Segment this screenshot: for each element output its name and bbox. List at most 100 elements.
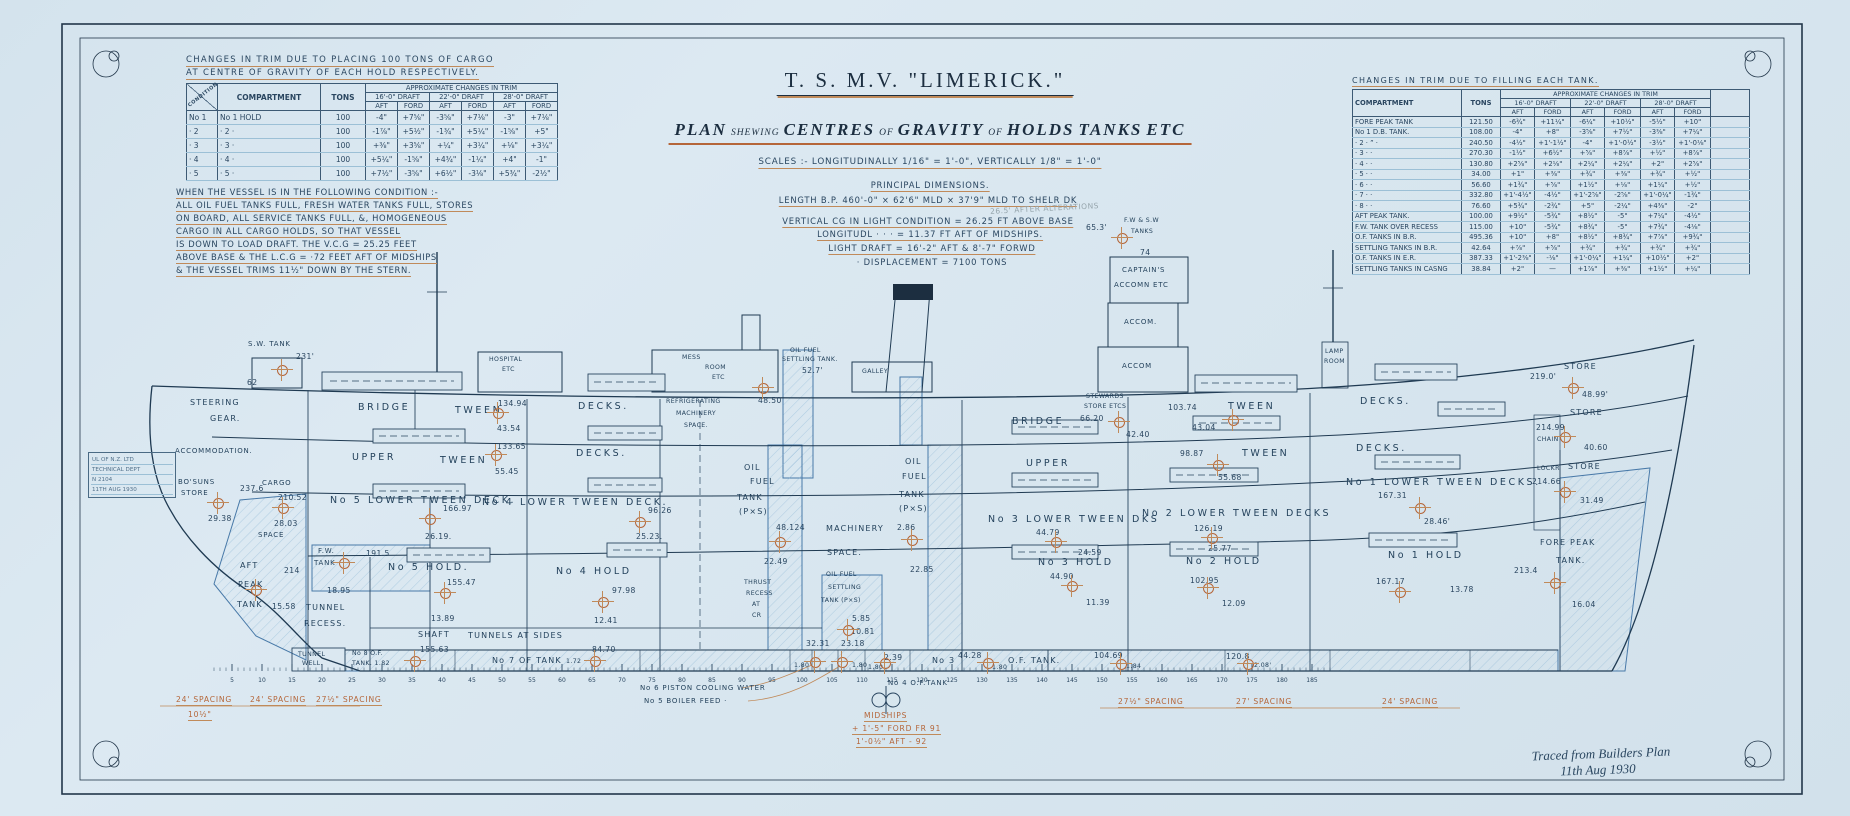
table-row: · 8 · ·76.60+5¾"-2¾"+5"-2¼"+4⅜"-2"	[1352, 200, 1750, 212]
table-cell: +⅞"	[1500, 242, 1535, 254]
table-cell: +1¾"	[1500, 179, 1535, 191]
plan-label: 24' SPACING	[1382, 697, 1439, 708]
plan-label: ETC	[712, 374, 725, 381]
table-cell: +7½"	[1604, 127, 1641, 138]
frame-number: 65	[588, 677, 596, 684]
plan-label: HOSPITAL	[489, 356, 523, 363]
plan-label: TANK	[314, 559, 336, 567]
cg-marker	[1222, 409, 1244, 431]
table-cell	[1710, 221, 1750, 233]
approx-changes-header: APPROXIMATE CHANGES IN TRIM	[365, 83, 558, 93]
frame-number: 60	[558, 677, 566, 684]
plan-label: No 6 PISTON COOLING WATER	[640, 684, 766, 692]
table-cell	[1710, 190, 1750, 201]
plan-label: 55.45	[495, 467, 519, 476]
table-cell: FORE PEAK TANK	[1352, 116, 1462, 128]
condition-corner-cell: CONDITION	[186, 81, 220, 111]
table-cell: —	[1534, 263, 1571, 275]
plan-label: 104.69	[1094, 651, 1123, 660]
oil-fuel-tank-aft-region	[767, 444, 803, 651]
ship-name-title: T. S. M.V. "LIMERICK."	[776, 68, 1074, 96]
table-cell: +2⅛"	[1534, 158, 1571, 170]
table-cell: -1¾"	[1674, 190, 1711, 201]
frame-number: 160	[1156, 677, 1168, 684]
table-cell: +⅜"	[365, 138, 398, 153]
table-cell: +4"	[493, 152, 526, 167]
tank-trim-table-title: CHANGES IN TRIM DUE TO FILLING EACH TANK…	[1352, 76, 1599, 87]
plan-label: LAMP	[1325, 348, 1344, 355]
plan-label: TANK. 1.82	[352, 660, 390, 667]
plan-label: STORE ETCS	[1084, 403, 1127, 410]
table-cell	[1710, 158, 1750, 170]
table-cell: 42.64	[1461, 242, 1501, 254]
table-cell: +1'-0⅛"	[1674, 137, 1711, 149]
frame-number: 105	[826, 677, 838, 684]
plan-label: 98.87	[1180, 449, 1204, 458]
table-cell: +¼"	[1674, 263, 1711, 275]
table-cell: +5¾"	[1500, 200, 1535, 212]
cg-marker	[487, 402, 509, 424]
length-dimensions: LENGTH B.P. 460'-0" × 62'6" MLD × 37'9" …	[778, 195, 1078, 207]
table-cell: +1'-0¼"	[1640, 190, 1675, 201]
table-cell: 115.00	[1461, 221, 1501, 233]
table-cell: +10"	[1500, 221, 1535, 233]
plan-label: 44.90	[1050, 572, 1074, 581]
traced-note: Traced from Builders Plan 11th Aug 1930	[1531, 744, 1671, 781]
plan-label: 65.3'	[1086, 223, 1107, 232]
table-cell	[1710, 200, 1750, 212]
plan-label: 74	[1140, 248, 1151, 257]
plan-label: 1.72	[566, 658, 582, 665]
table-cell: · 6 · ·	[1352, 179, 1462, 191]
table-cell: +11¼"	[1534, 116, 1571, 128]
plan-label: BRIDGE	[1012, 416, 1065, 427]
table-cell: 56.60	[1461, 179, 1501, 191]
plan-label: SPACE.	[827, 548, 863, 557]
plan-label: No 2 LOWER TWEEN DECKS	[1142, 508, 1332, 519]
table-cell	[1710, 232, 1750, 243]
table-cell: +¾"	[1604, 242, 1641, 254]
plan-label: 155.63	[420, 645, 449, 654]
table-row: · 3· 3 ·100+⅜"+3⅝"+¼"+3¼"+⅛"+3¼"	[186, 138, 558, 153]
plan-label: 13.89	[431, 614, 455, 623]
light-draft-line: LIGHT DRAFT = 16'-2" AFT & 8'-7" FORWD	[828, 243, 1036, 255]
frame-number: 45	[468, 677, 476, 684]
plan-label: SETTLING TANK.	[782, 356, 838, 363]
table-cell: +⅜"	[1534, 169, 1571, 180]
plan-label: 231'	[296, 352, 315, 361]
table-cell: +7⅞"	[1640, 232, 1675, 243]
cg-marker	[1108, 411, 1130, 433]
table-cell: +1'-2⅝"	[1570, 190, 1605, 201]
table-cell: F.W. TANK OVER RECESS	[1352, 221, 1462, 233]
plan-label: AT	[752, 601, 761, 608]
frame-number: 80	[678, 677, 686, 684]
table-cell: +½"	[1640, 148, 1675, 159]
plan-label: 10.81	[851, 627, 875, 636]
cg-marker	[629, 511, 651, 533]
table-cell: -2½"	[525, 166, 558, 181]
table-cell: AFT PEAK TANK.	[1352, 211, 1462, 222]
plan-label: STEERING	[190, 398, 240, 407]
plan-label: STORE	[1570, 408, 1603, 417]
plan-label: 155.47	[447, 578, 476, 587]
table-cell: +1¼"	[1640, 179, 1675, 191]
plan-label: 55.68	[1218, 473, 1242, 482]
plan-label: OIL	[905, 457, 922, 466]
oil-fuel-tank-fwd-region	[927, 444, 963, 651]
table-cell: -1⅝"	[397, 152, 430, 167]
plan-label: THRUST	[744, 579, 772, 586]
cg-marker	[1111, 227, 1133, 249]
plan-label: SPACE.	[684, 422, 708, 429]
table-cell: 38.84	[1461, 263, 1501, 275]
table-cell: -4½"	[1674, 211, 1711, 222]
cg-marker	[752, 377, 774, 399]
table-cell: -⅛"	[1534, 253, 1571, 264]
table-cell: +6½"	[429, 166, 462, 181]
table-cell: · 2 · ” ·	[1352, 137, 1462, 149]
plan-label: ETC	[502, 366, 515, 373]
table-cell: +½"	[1674, 179, 1711, 191]
plan-label: F.W & S.W	[1124, 217, 1160, 224]
table-cell: 495.36	[1461, 232, 1501, 243]
aft-peak-tank-region	[213, 493, 307, 661]
